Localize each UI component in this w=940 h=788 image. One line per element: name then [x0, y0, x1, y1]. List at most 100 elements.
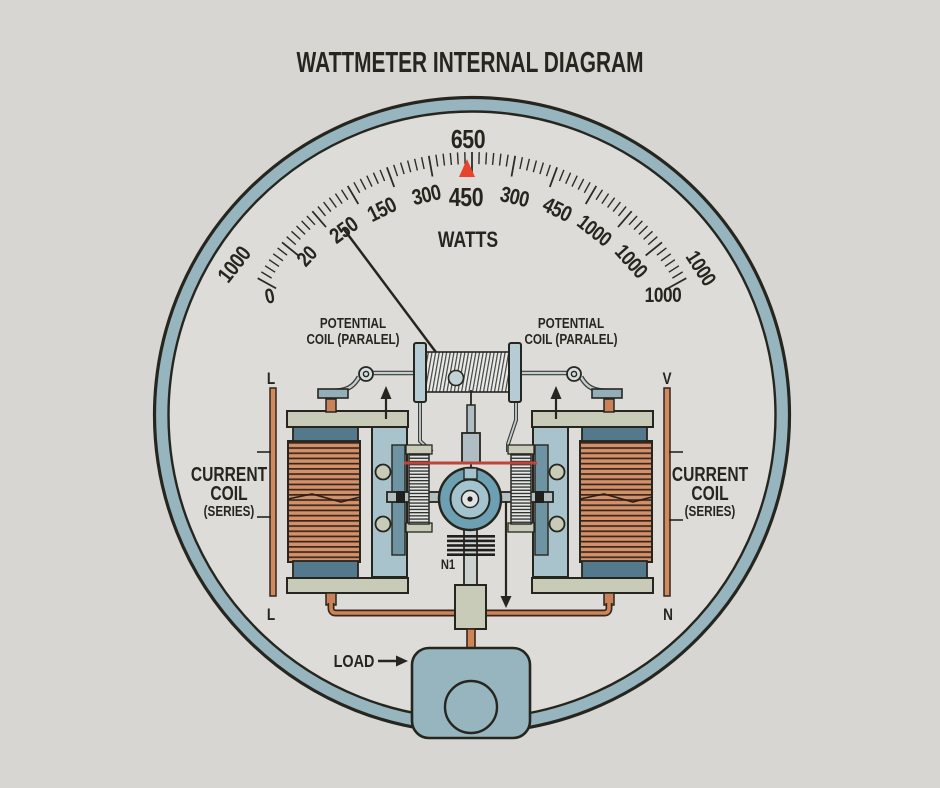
terminal-cap [591, 388, 623, 399]
up-arrow-icon [550, 386, 562, 399]
pulley-icon [358, 366, 374, 382]
control-spring [510, 453, 532, 525]
scale-tick [498, 153, 502, 166]
scale-tick [379, 169, 386, 182]
scale-label: 650 [451, 125, 486, 155]
scale-tick [672, 271, 684, 279]
scale-tick [264, 265, 276, 273]
screw-icon [374, 515, 392, 533]
bottom-plate [286, 577, 409, 594]
scale-tick [628, 215, 638, 226]
coil-windings [287, 440, 361, 563]
svg-text:COIL (PARALEL): COIL (PARALEL) [524, 331, 617, 348]
scale-label: 1000 [645, 285, 682, 308]
potential-coil-right-label: POTENTIAL [538, 315, 604, 332]
scale-tick [386, 166, 396, 188]
scale-tick [328, 197, 337, 208]
scale-tick [334, 193, 343, 204]
current-coil-right-label: CURRENT [672, 463, 748, 485]
scale-tick [525, 158, 531, 171]
needle-hub [447, 369, 465, 387]
top-plate [531, 410, 654, 428]
scale-tick [449, 152, 453, 165]
scale-tick [442, 153, 446, 166]
scale-tick [638, 225, 648, 235]
scale-tick [633, 220, 643, 231]
terminal-cap [317, 388, 349, 399]
scale-tick [420, 157, 425, 170]
top-plate [286, 410, 409, 428]
svg-text:COIL (PARALEL): COIL (PARALEL) [306, 331, 399, 348]
junction-block [454, 584, 487, 630]
scale-tick [668, 265, 680, 273]
scale-tick [306, 215, 316, 226]
scale-tick [595, 189, 604, 201]
scale-tick [323, 201, 332, 213]
potential-coil-left-label: POTENTIAL [320, 315, 386, 332]
control-spring [408, 453, 430, 525]
scale-tick [571, 175, 578, 187]
svg-text:COIL: COIL [210, 482, 247, 504]
scale-tick [359, 178, 367, 190]
load-arrow-icon [396, 655, 408, 667]
scale-tick [617, 206, 627, 217]
scale-tick [277, 247, 288, 256]
scale-tick [393, 164, 399, 177]
svg-text:COIL: COIL [691, 482, 728, 504]
bottom-wiring [327, 584, 613, 651]
scale-tick [399, 162, 405, 175]
scale-tick [286, 236, 297, 246]
scale-tick [577, 178, 585, 190]
pointer-triangle-icon [459, 159, 475, 177]
page-title: WATTMETER INTERNAL DIAGRAM [297, 47, 644, 79]
needle [341, 227, 452, 372]
scale-tick [656, 247, 667, 256]
scale-tick [272, 253, 284, 262]
scale-tick [565, 172, 572, 184]
scale-tick [456, 152, 459, 165]
scale-tick [601, 193, 610, 204]
scale-tick [532, 160, 538, 173]
scale-tick [281, 241, 299, 257]
load-label: LOAD [334, 652, 375, 672]
scale-tick [539, 162, 545, 175]
svg-text:(SERIES): (SERIES) [685, 503, 736, 520]
scale-tick [340, 189, 349, 201]
scale-tick [647, 236, 658, 246]
terminal-label-N: N [663, 606, 673, 625]
screw-icon [548, 515, 566, 533]
dial-scale-ticks [257, 152, 687, 290]
scale-tick [296, 225, 306, 235]
dial-unit-label: WATTS [438, 228, 498, 252]
flux-arrows [380, 386, 562, 608]
current-coil-left-label: CURRENT [191, 463, 267, 485]
terminal-label-V: V [662, 370, 672, 389]
scale-tick [645, 241, 663, 257]
svg-text:(SERIES): (SERIES) [204, 503, 255, 520]
down-arrow-icon [500, 596, 512, 608]
pulley-icon [566, 366, 582, 382]
scale-tick [311, 210, 327, 228]
scale-tick [548, 166, 558, 188]
rotor-label-N1: N1 [441, 557, 455, 572]
scale-tick [664, 259, 676, 267]
scale-tick [346, 185, 360, 205]
scale-tick [406, 160, 412, 173]
scale-tick [372, 172, 379, 184]
scale-tick [607, 197, 616, 208]
scale-tick [667, 277, 687, 290]
scale-tick [301, 220, 311, 231]
scale-tick [583, 181, 591, 194]
moving-coil-mechanism [386, 390, 554, 586]
scale-tick [584, 185, 598, 205]
scale-tick [505, 154, 509, 167]
scale-tick [413, 158, 419, 171]
scale-tick [291, 230, 301, 240]
damping-stack [447, 535, 495, 556]
scale-tick [257, 277, 277, 290]
line-busbars [257, 387, 683, 597]
scale-tick [435, 154, 439, 167]
bottom-plate [531, 577, 654, 594]
scale-tick [491, 152, 495, 165]
